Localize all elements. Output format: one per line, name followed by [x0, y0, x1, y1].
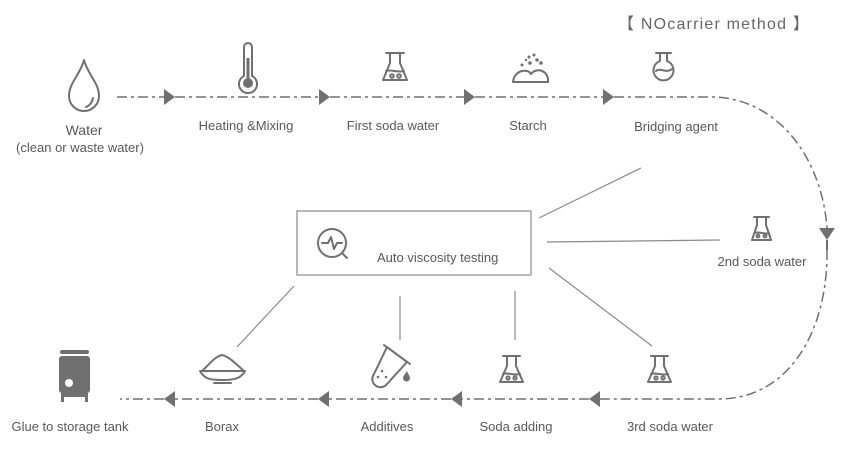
powder-bowl-icon: [199, 354, 246, 384]
test-tube-pour-icon: [371, 344, 411, 389]
flow-curve-bridging-second-soda: [614, 96, 828, 229]
node-sublabel-water: (clean or waste water): [16, 140, 144, 155]
viscosity-search-icon: [317, 228, 348, 259]
connector-bridging: [538, 167, 642, 219]
node-label-third-soda: 3rd soda water: [627, 419, 713, 434]
flask-icon: [499, 355, 524, 383]
viscosity-testing-box: [296, 210, 532, 276]
connector-borax: [236, 285, 295, 348]
flask-icon: [647, 355, 672, 383]
node-label-additives: Additives: [360, 419, 414, 434]
round-flask-icon: [652, 52, 675, 82]
node-label-heating: Heating &Mixing: [198, 118, 294, 133]
arrow-right-icon: [164, 89, 175, 105]
powder-pile-icon: [512, 53, 550, 83]
arrow-right-icon: [319, 89, 330, 105]
flow-curve-second-soda-third-soda: [600, 249, 828, 400]
arrow-right-icon: [603, 89, 614, 105]
arrow-down-icon: [819, 228, 835, 240]
arrow-left-icon: [451, 391, 462, 407]
arrow-left-icon: [318, 391, 329, 407]
water-drop-icon: [68, 59, 100, 112]
arrow-left-icon: [164, 391, 175, 407]
node-label-soda-adding: Soda adding: [479, 419, 553, 434]
connector-second-soda: [546, 239, 721, 243]
node-label-borax: Borax: [205, 419, 239, 434]
node-label-second-soda: 2nd soda water: [717, 254, 807, 269]
storage-tank-icon: [59, 350, 90, 402]
thermometer-icon: [238, 42, 258, 95]
node-label-bridging: Bridging agent: [634, 119, 718, 134]
arrow-right-icon: [464, 89, 475, 105]
node-label-water: Water: [65, 122, 103, 138]
viscosity-testing-label: Auto viscosity testing: [377, 250, 499, 265]
arrow-left-icon: [589, 391, 600, 407]
connector-third-soda: [548, 267, 653, 347]
node-label-first-soda: First soda water: [346, 118, 440, 133]
flask-icon: [751, 216, 772, 241]
node-label-storage: Glue to storage tank: [11, 419, 129, 434]
diagram-title: 【 NOcarrier method 】: [618, 16, 811, 33]
node-label-starch: Starch: [509, 118, 547, 133]
flask-icon: [382, 52, 408, 81]
